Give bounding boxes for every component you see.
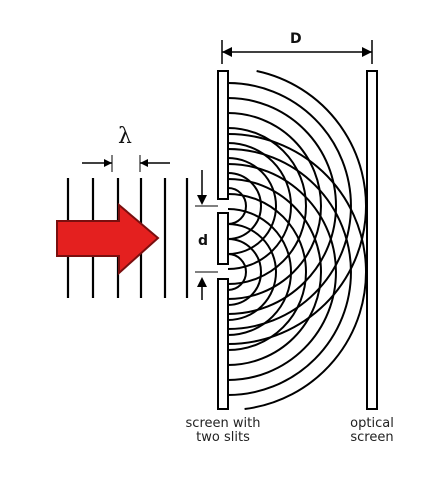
upper-slit-wavefront [227, 127, 307, 285]
slit-screen [217, 70, 229, 410]
wavelength-label: λ [118, 124, 132, 149]
upper-slit-wavefront [227, 70, 367, 345]
incoming-light-arrow-icon [56, 202, 160, 276]
upper-slit-wavefront [227, 112, 322, 300]
upper-slit-wavefront [227, 82, 352, 330]
upper-slit-wavefront [227, 142, 292, 270]
slit-screen-caption-line2: two slits [196, 430, 250, 445]
lower-slit-wavefront [227, 238, 262, 306]
lower-slit-wavefront [227, 193, 307, 351]
interference-wavefronts [227, 70, 367, 410]
upper-slit-wavefront [227, 97, 337, 315]
optical-screen-caption-line2: screen [350, 430, 394, 445]
upper-slit-wavefront [227, 187, 247, 225]
upper-slit-wavefront [227, 172, 262, 240]
optical-screen-caption: optical screen [332, 417, 412, 445]
lower-slit-wavefront [227, 178, 322, 366]
optical-screen-caption-line1: optical [350, 416, 394, 431]
distance-dimension [221, 40, 373, 64]
lower-slit-wavefront [227, 163, 337, 381]
optical-screen [366, 70, 378, 410]
lower-slit-wavefront [227, 133, 367, 410]
upper-slit-wavefront [227, 157, 277, 255]
slit-screen-caption-line1: screen with [185, 416, 261, 431]
screen-distance-label: D [290, 31, 302, 47]
slit-separation-dimension [195, 170, 218, 300]
slit-screen-caption: screen with two slits [168, 417, 278, 445]
wavelength-dimension [82, 155, 170, 172]
lower-slit-wavefront [227, 148, 352, 396]
lower-slit-wavefront [227, 223, 277, 321]
lower-slit-wavefront [227, 253, 247, 291]
slit-separation-label: d [198, 233, 209, 249]
lower-slit-wavefront [227, 208, 292, 336]
